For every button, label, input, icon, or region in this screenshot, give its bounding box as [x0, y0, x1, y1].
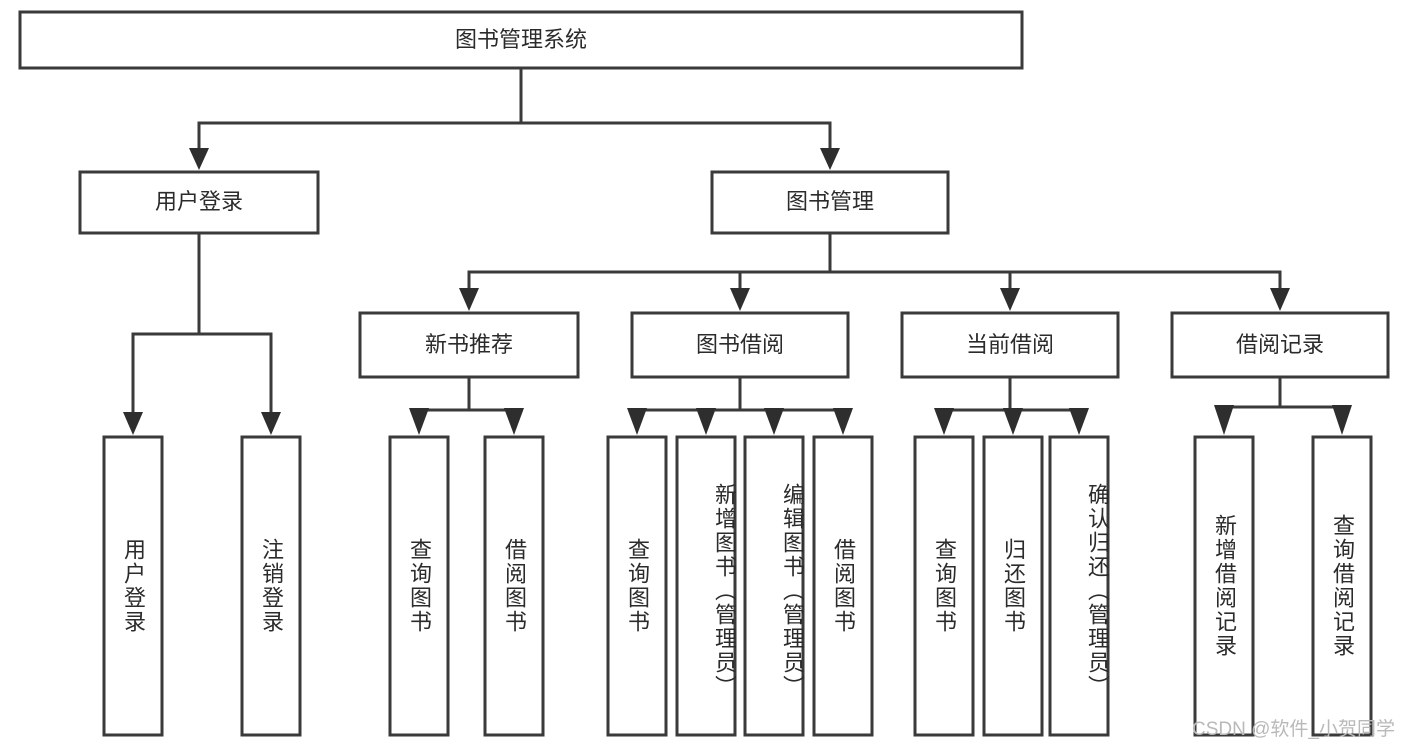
leaf-boxes: [102, 435, 1373, 737]
node-leaf-logout-box[interactable]: [240, 435, 302, 737]
arrowhead-book-borrow: [730, 288, 750, 311]
arrowhead-leaf-query-book-1: [409, 408, 429, 435]
node-new-book-rec[interactable]: 新书推荐: [358, 311, 580, 379]
node-root-label: 图书管理系统: [455, 27, 587, 52]
node-borrow-record-label: 借阅记录: [1236, 332, 1324, 357]
node-root[interactable]: 图书管理系统: [18, 10, 1024, 70]
arrowhead-leaf-query-book-2: [627, 408, 647, 435]
node-leaf-query-book-3-box[interactable]: [913, 435, 975, 737]
connector-group-book-manage: [459, 231, 1290, 311]
node-leaf-query-book-1-box[interactable]: [388, 435, 450, 737]
node-book-manage-box[interactable]: [710, 170, 950, 235]
arrowhead-current-borrow: [1000, 288, 1020, 311]
connector-group-root: [189, 66, 840, 170]
node-new-book-rec-box[interactable]: [358, 311, 580, 379]
node-current-borrow[interactable]: 当前借阅: [900, 311, 1120, 379]
arrowhead-leaf-query-record: [1332, 405, 1352, 435]
arrowhead-leaf-add-record: [1214, 405, 1234, 435]
arrowhead-new-book-rec: [459, 288, 479, 311]
node-leaf-return-book-box[interactable]: [982, 435, 1044, 737]
node-leaf-edit-book-box[interactable]: [743, 435, 805, 737]
arrowhead-leaf-user-login: [123, 412, 143, 435]
connector-group-current-borrow: [934, 375, 1089, 435]
csdn-watermark: CSDN @软件_小贺同学: [1192, 719, 1395, 740]
node-new-book-rec-label: 新书推荐: [425, 332, 513, 357]
node-leaf-confirm-return-box[interactable]: [1048, 435, 1110, 737]
node-leaf-add-record-box[interactable]: [1193, 435, 1255, 737]
node-book-manage[interactable]: 图书管理: [710, 170, 950, 235]
node-leaf-add-book-box[interactable]: [675, 435, 737, 737]
arrowhead-leaf-add-book: [696, 408, 716, 435]
node-book-borrow-box[interactable]: [630, 311, 850, 379]
node-borrow-record[interactable]: 借阅记录: [1170, 311, 1390, 379]
node-leaf-query-record-box[interactable]: [1311, 435, 1373, 737]
node-user-login-box[interactable]: [78, 170, 320, 235]
node-book-borrow[interactable]: 图书借阅: [630, 311, 850, 379]
node-user-login[interactable]: 用户登录: [78, 170, 320, 235]
arrowhead-leaf-return-book: [1003, 408, 1023, 435]
connector-group-new-book-rec: [409, 375, 524, 435]
node-current-borrow-label: 当前借阅: [966, 332, 1054, 357]
node-leaf-user-login-box[interactable]: [102, 435, 164, 737]
arrowhead-leaf-borrow-book-1: [504, 408, 524, 435]
node-book-manage-label: 图书管理: [786, 189, 874, 214]
node-borrow-record-box[interactable]: [1170, 311, 1390, 379]
node-current-borrow-box[interactable]: [900, 311, 1120, 379]
arrowhead-leaf-edit-book: [764, 408, 784, 435]
arrowhead-leaf-confirm-return: [1069, 408, 1089, 435]
arrowhead-book-manage: [820, 148, 840, 170]
connector-group-borrow-record: [1214, 375, 1352, 435]
arrowhead-user-login: [189, 148, 209, 170]
arrowhead-borrow-record: [1270, 288, 1290, 311]
node-leaf-query-book-2-box[interactable]: [606, 435, 668, 737]
arrowhead-leaf-logout: [261, 412, 281, 435]
arrowhead-leaf-borrow-book-2: [833, 408, 853, 435]
arrowhead-leaf-query-book-3: [934, 408, 954, 435]
node-leaf-borrow-book-1-box[interactable]: [483, 435, 545, 737]
node-leaf-borrow-book-2-box[interactable]: [812, 435, 874, 737]
node-user-login-label: 用户登录: [155, 189, 243, 214]
connector-group-user-login: [123, 231, 281, 435]
node-root-box[interactable]: [18, 10, 1024, 70]
connector-group-book-borrow: [627, 375, 853, 435]
node-book-borrow-label: 图书借阅: [696, 332, 784, 357]
